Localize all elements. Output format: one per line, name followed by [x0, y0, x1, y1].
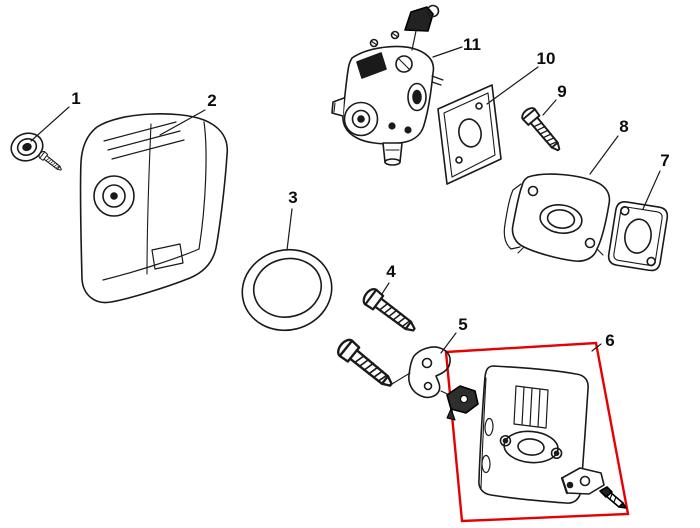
callout-label-7[interactable]: 7 [660, 151, 669, 170]
part-6-cover-assembly[interactable] [446, 365, 627, 509]
cover-ribs [513, 385, 549, 429]
leader-line-11 [432, 46, 463, 58]
callout-label-1[interactable]: 1 [71, 89, 80, 108]
callout-label-4[interactable]: 4 [386, 262, 396, 281]
part-9-bolt [518, 104, 566, 156]
callout-label-9[interactable]: 9 [557, 82, 566, 101]
callout-label-3[interactable]: 3 [288, 188, 297, 207]
vent-slots [103, 121, 185, 160]
callout-label-11[interactable]: 11 [463, 35, 481, 54]
part-4-bolt [359, 285, 421, 338]
callout-label-8[interactable]: 8 [619, 117, 628, 136]
part-1-filter-cover-knob [10, 132, 65, 174]
callout-label-5[interactable]: 5 [458, 315, 467, 334]
leader-line-6 [591, 343, 602, 352]
lower-bolt [333, 335, 411, 394]
leader-line-8 [589, 135, 619, 175]
part-10-carburetor-gasket [437, 84, 502, 185]
cover-screw [599, 486, 627, 509]
callout-label-2[interactable]: 2 [207, 91, 216, 110]
callout-label-6[interactable]: 6 [605, 331, 614, 350]
leader-line-3 [286, 208, 293, 251]
leader-line-9 [542, 99, 557, 116]
part-3-filter-ring [241, 248, 333, 332]
leader-line-2 [159, 109, 206, 136]
leader-lines [30, 46, 661, 354]
callout-labels: 1 2 3 4 5 6 7 8 9 10 11 [71, 35, 669, 350]
part-11-carburetor [331, 4, 444, 166]
selected-part-highlight[interactable] [444, 341, 630, 523]
part-2-air-cleaner-cover [79, 113, 229, 304]
part-8-intake-insulator [503, 173, 611, 262]
leader-line-7 [642, 170, 661, 210]
leader-line-10 [486, 66, 539, 105]
callout-label-10[interactable]: 10 [537, 49, 556, 68]
part-7-gasket [607, 201, 669, 272]
